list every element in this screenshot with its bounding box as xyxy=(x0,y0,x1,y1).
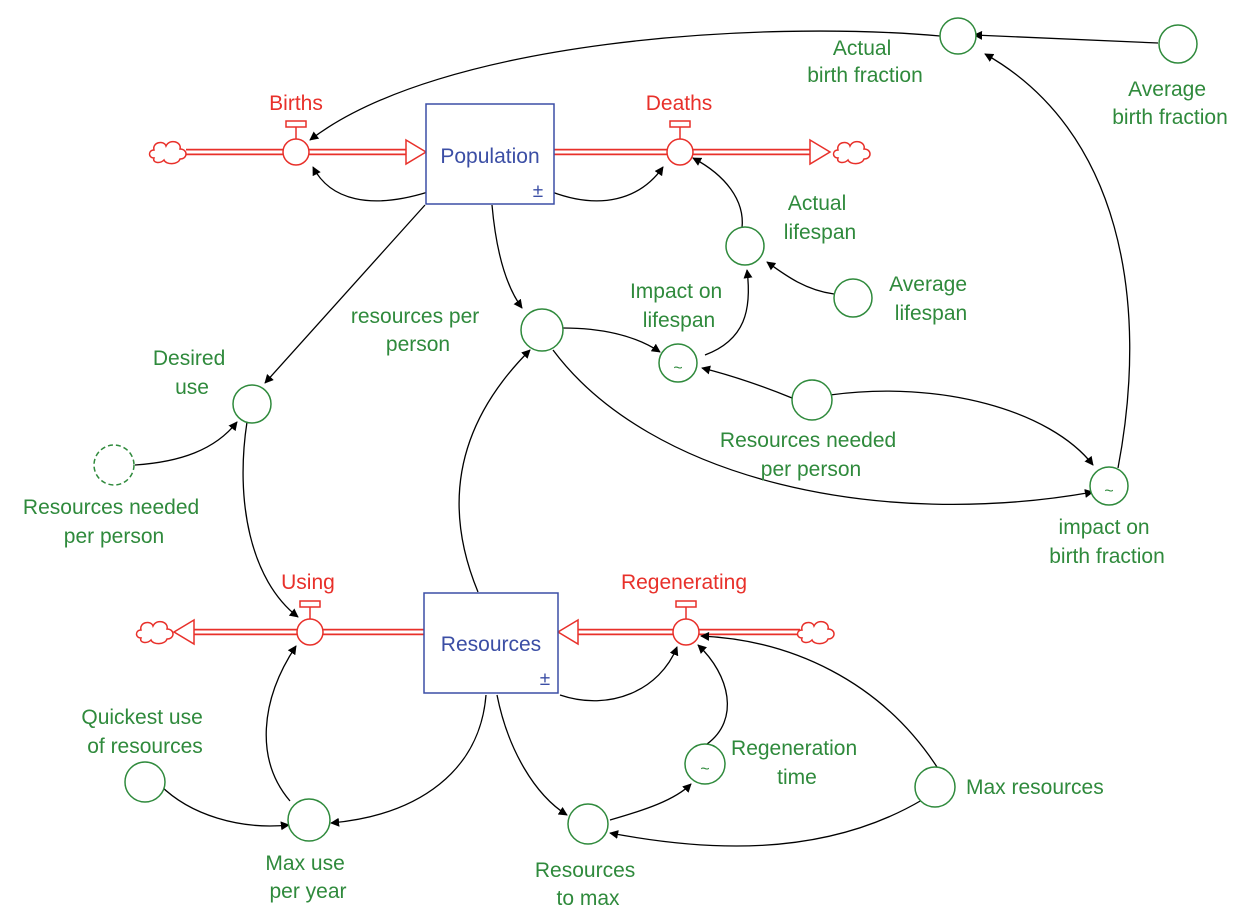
average-birth-fraction-label: Average birth fraction xyxy=(1112,78,1228,129)
resources-per-person-node xyxy=(520,308,564,352)
connector xyxy=(700,631,938,768)
resources-to-max-node xyxy=(567,803,609,845)
graphical-function-icon: ~ xyxy=(700,761,709,778)
max-resources-node xyxy=(914,766,956,808)
actual-lifespan-label: Actual lifespan xyxy=(784,192,856,244)
resources-needed-ghost-node xyxy=(93,444,135,486)
connector xyxy=(562,327,661,353)
quickest-use-label: Quickest use of resources xyxy=(81,706,208,758)
connector xyxy=(609,783,692,821)
resources-per-person-label: resources per person xyxy=(351,305,485,356)
resources-needed-label: Resources needed per person xyxy=(720,429,902,481)
connector xyxy=(984,53,1131,469)
resources-stock: Resources ± xyxy=(423,592,559,694)
resources-needed-node xyxy=(791,379,833,421)
regenerating-label: Regenerating xyxy=(621,571,747,594)
connector xyxy=(973,30,1159,44)
actual-birth-fraction-node xyxy=(939,17,977,55)
average-birth-fraction-node xyxy=(1158,24,1198,64)
impact-on-lifespan-node: ~ xyxy=(658,343,698,383)
connector xyxy=(491,204,523,309)
regenerating-valve xyxy=(672,600,700,646)
connector xyxy=(697,644,729,745)
max-use-per-year-node xyxy=(287,798,331,842)
connector xyxy=(551,166,664,202)
average-lifespan-label: Average lifespan xyxy=(889,273,973,325)
connector xyxy=(701,365,793,399)
using-label: Using xyxy=(281,571,335,594)
impact-on-lifespan-label: Impact on lifespan xyxy=(630,280,728,332)
cloud-icon xyxy=(148,140,187,165)
desired-use-label: Desired use xyxy=(153,347,231,399)
resources-marker: ± xyxy=(540,669,550,690)
deaths-label: Deaths xyxy=(646,92,713,115)
resources-to-max-label: Resources to max xyxy=(535,859,641,910)
regeneration-time-label: Regeneration time xyxy=(731,737,863,789)
population-marker: ± xyxy=(533,181,543,202)
cloud-icon xyxy=(796,620,835,645)
deaths-valve xyxy=(666,120,694,166)
actual-lifespan-node xyxy=(725,226,765,266)
connector xyxy=(552,349,1094,505)
births-valve xyxy=(282,120,310,166)
connector xyxy=(159,784,290,831)
connector xyxy=(609,799,923,847)
max-use-per-year-label: Max use per year xyxy=(265,852,350,903)
connector xyxy=(692,157,743,229)
impact-on-birth-fraction-label: impact on birth fraction xyxy=(1049,516,1165,568)
births-label: Births xyxy=(269,92,323,115)
using-valve xyxy=(296,600,324,646)
actual-birth-fraction-label: Actual birth fraction xyxy=(807,37,923,87)
graphical-function-icon: ~ xyxy=(673,360,682,377)
cloud-icon xyxy=(832,140,871,165)
resources-needed-ghost-label: Resources needed per person xyxy=(23,496,205,548)
max-resources-label: Max resources xyxy=(966,776,1104,799)
connector xyxy=(309,30,941,141)
connector xyxy=(496,694,568,816)
connector xyxy=(265,645,297,802)
regeneration-time-node: ~ xyxy=(684,743,726,785)
population-label: Population xyxy=(440,145,539,168)
connector xyxy=(458,349,531,593)
resources-label: Resources xyxy=(441,633,541,656)
connector xyxy=(704,269,753,356)
connector xyxy=(559,646,679,702)
cloud-icon xyxy=(135,620,174,645)
connector xyxy=(330,694,487,827)
average-lifespan-node xyxy=(833,278,873,318)
connector xyxy=(134,421,238,466)
population-stock: Population ± xyxy=(425,103,555,205)
connectors xyxy=(134,30,1159,847)
impact-on-birth-fraction-node: ~ xyxy=(1089,466,1129,506)
quickest-use-node xyxy=(124,761,166,803)
connector xyxy=(829,390,1094,466)
graphical-function-icon: ~ xyxy=(1104,483,1113,500)
desired-use-node xyxy=(232,384,272,424)
connector xyxy=(312,166,429,202)
connector xyxy=(264,204,426,384)
connector xyxy=(242,421,299,618)
connector xyxy=(766,261,835,295)
